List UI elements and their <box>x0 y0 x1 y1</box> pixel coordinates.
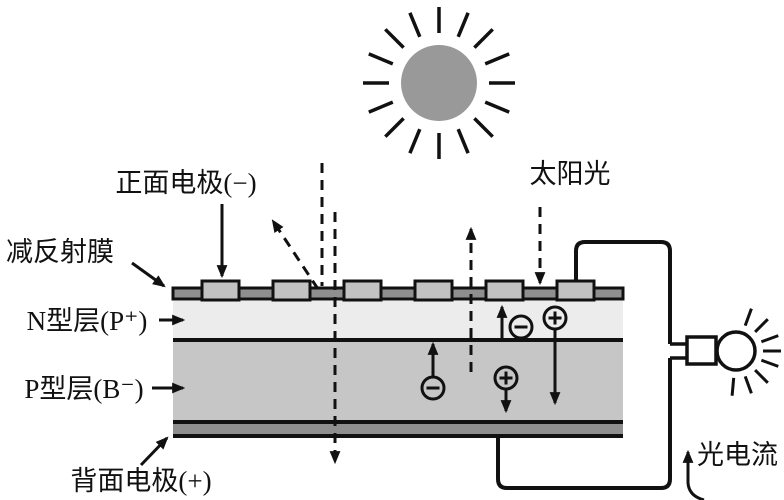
label-arrows <box>131 204 228 467</box>
hole-circle <box>542 305 568 331</box>
hole-symbol <box>493 365 519 391</box>
sun-ray <box>456 12 470 38</box>
p-layer-label: P型层(B⁻) <box>24 374 143 404</box>
sun-ray <box>456 128 470 154</box>
charge-carriers <box>420 304 568 414</box>
bulb-globe <box>715 330 757 372</box>
sun-rays <box>363 7 515 159</box>
reflected-ray-arrow <box>271 219 320 290</box>
sun-icon <box>363 7 515 159</box>
pn-junction-line <box>173 338 623 342</box>
electron-circle <box>508 314 534 340</box>
bulb-ray <box>754 318 769 333</box>
light-rays <box>271 163 546 465</box>
electron-symbol <box>420 375 446 401</box>
sun-ray <box>368 52 394 66</box>
sun-ray <box>484 100 510 114</box>
sun-ray <box>408 12 422 38</box>
front-electrode-finger <box>200 279 241 302</box>
back-electrode-pointer <box>139 436 169 467</box>
front-electrode-finger <box>271 279 312 302</box>
bulb-ray <box>743 375 753 394</box>
back-electrode-top-line <box>173 420 623 424</box>
bottom-wire <box>496 358 672 490</box>
back-electrode-strip <box>173 424 623 434</box>
bulb-ray <box>760 358 779 368</box>
sun-ray <box>384 117 405 138</box>
sunlight-label: 太阳光 <box>530 159 611 189</box>
sun-ray <box>368 100 394 114</box>
bulb-ray <box>730 377 736 396</box>
bulb-rays <box>730 308 781 396</box>
front-electrode-fingers <box>200 279 596 302</box>
back-electrode-label: 背面电极(+) <box>70 466 211 496</box>
light-bulb-icon <box>685 308 781 396</box>
external-circuit <box>496 240 781 500</box>
solar-cell-stack <box>171 279 625 438</box>
bulb-ray <box>760 334 779 344</box>
photocurrent-direction-arrow <box>682 449 705 500</box>
hole-circle <box>493 365 519 391</box>
sun-ray <box>408 128 422 154</box>
photocurrent-label: 光电流 <box>697 440 778 470</box>
front-electrode-finger <box>555 279 596 302</box>
antireflection-film-strip <box>171 286 625 301</box>
back-electrode-bottom-line <box>173 434 623 438</box>
n-type-layer <box>173 301 623 339</box>
bulb-ray <box>754 369 769 384</box>
front-electrode-finger <box>413 279 454 302</box>
sun-ray <box>473 28 494 49</box>
electron-circle <box>420 375 446 401</box>
top-wire <box>574 240 672 344</box>
antireflection-film-label: 减反射膜 <box>6 237 114 267</box>
sun-ray <box>473 117 494 138</box>
bulb-ray <box>743 308 753 327</box>
antireflection-film-pointer <box>131 261 166 288</box>
sun-ray <box>484 52 510 66</box>
n-layer-label: N型层(P⁺) <box>27 306 148 336</box>
sun-ray <box>384 28 405 49</box>
front-electrode-finger <box>484 279 525 302</box>
electron-symbol <box>508 314 534 340</box>
bulb-socket <box>685 335 718 366</box>
hole-symbol <box>542 305 568 331</box>
front-electrode-label: 正面电极(−) <box>115 168 256 198</box>
p-type-layer <box>173 342 623 420</box>
sun-disc <box>401 45 477 121</box>
front-electrode-finger <box>342 279 383 302</box>
